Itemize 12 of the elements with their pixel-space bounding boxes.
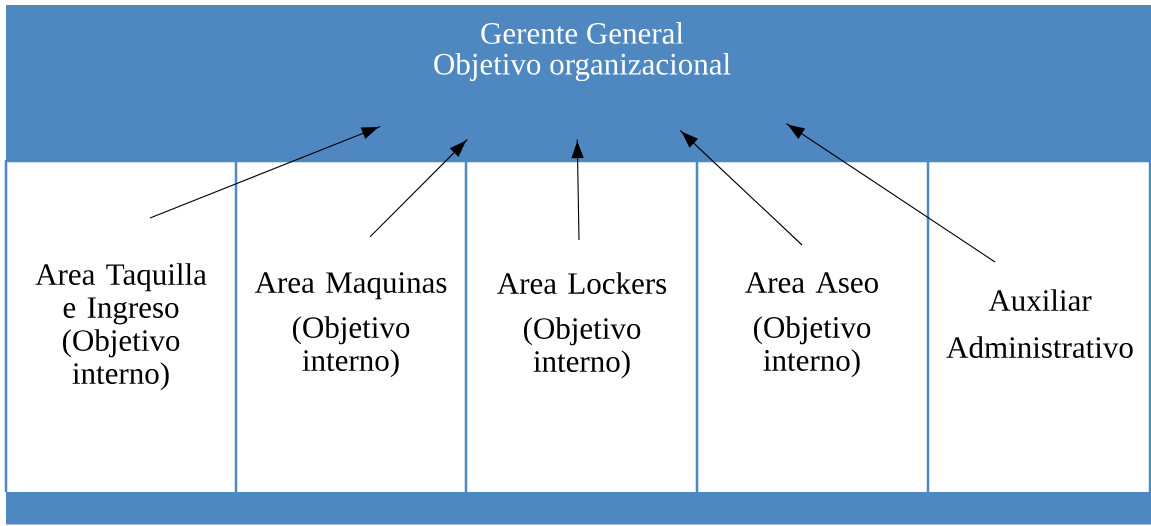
arrow <box>149 125 381 219</box>
column-label: Area Aseo (Objetivo interno) <box>745 272 878 378</box>
arrow <box>679 129 803 246</box>
column-label: Auxiliar Administrativo <box>946 289 1133 358</box>
arrow <box>571 138 584 241</box>
header-band: Gerente General Objetivo organizacional <box>6 5 1151 163</box>
column-label: Area Lockers (Objetivo interno) <box>497 272 667 379</box>
arrow <box>785 122 996 263</box>
column-label: Area Maquinas (Objetivo interno) <box>254 272 447 378</box>
column-label: Area Taquilla e Ingreso (Objetivo interno) <box>35 263 207 391</box>
footer-band <box>6 492 1151 525</box>
arrow <box>369 138 468 238</box>
